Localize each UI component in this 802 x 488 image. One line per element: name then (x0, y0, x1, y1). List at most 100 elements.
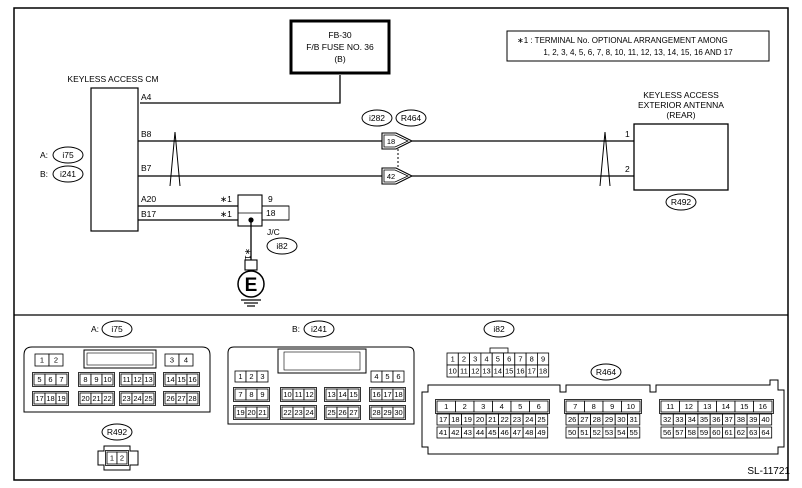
i75-name: i75 (111, 324, 123, 334)
pin-cell (537, 364, 550, 378)
pin-label: 20 (81, 394, 89, 403)
pin-label: 17 (35, 394, 43, 403)
pin-cell (256, 370, 269, 383)
pin-group-frame (163, 391, 200, 406)
pin-label: 34 (688, 415, 696, 424)
wire-label-b8: B8 (141, 129, 152, 139)
pin-label: 1 (238, 372, 242, 381)
pin-label: 36 (712, 415, 720, 424)
cm-conn-b-name: i241 (60, 169, 76, 179)
antenna-pin-2: 2 (625, 164, 630, 174)
i75-oval (101, 320, 133, 338)
pin-label: 7 (59, 375, 63, 384)
pin-label: 48 (525, 428, 533, 437)
R464-oval (590, 363, 622, 381)
wire-label-a4: A4 (141, 92, 152, 102)
ground-symbol (237, 270, 265, 298)
pin-label: 25 (537, 415, 545, 424)
pin-label: 8 (249, 390, 253, 399)
twisted-pair-symbol-left (169, 131, 181, 187)
pin-label: 8 (83, 375, 87, 384)
pin-label: 23 (513, 415, 521, 424)
pin-group-frame (233, 387, 270, 402)
note-box: ∗1 : TERMINAL No. OPTIONAL ARRANGEMENT A… (506, 30, 770, 62)
pin-label: 60 (712, 428, 720, 437)
pin-label: 16 (188, 375, 196, 384)
pin-cell (256, 388, 269, 401)
pin-label: 61 (724, 428, 732, 437)
pin-label: 35 (700, 415, 708, 424)
pin-cell (116, 451, 128, 465)
inline-pin-18: 18 (387, 137, 395, 146)
i75-prefix: A: (91, 324, 99, 334)
fuse-label-3: (B) (334, 54, 346, 64)
pin-label: 11 (666, 402, 674, 411)
pin-label: 2 (249, 372, 253, 381)
pin-label: 16 (516, 367, 524, 376)
jc-conn-name: i82 (276, 241, 288, 251)
pin-label: 5 (37, 375, 41, 384)
pin-label: 64 (761, 428, 769, 437)
pin-label: 26 (568, 415, 576, 424)
i82-name: i82 (493, 324, 505, 334)
cm-conn-a-prefix: A: (40, 150, 48, 160)
pin-label: 14 (494, 367, 502, 376)
pin-label: 13 (144, 375, 152, 384)
pin-label: 22 (283, 408, 291, 417)
pin-label: 3 (473, 355, 477, 364)
pin-label: 57 (675, 428, 683, 437)
pin-label: 6 (396, 372, 400, 381)
pin-block-frame (564, 399, 642, 414)
pin-cell (142, 392, 155, 405)
pin-label: 18 (46, 394, 54, 403)
pin-label: 37 (724, 415, 732, 424)
inline-conn-left-name: i282 (369, 113, 385, 123)
pin-group-frame (32, 391, 69, 406)
pin-label: 8 (592, 402, 596, 411)
pin-label: 1 (451, 355, 455, 364)
antenna-pin-1: 1 (625, 129, 630, 139)
pin-label: 2 (462, 355, 466, 364)
i241-body (227, 346, 415, 425)
pin-label: 3 (170, 356, 174, 365)
pin-label: 4 (184, 356, 188, 365)
pin-label: 17 (528, 367, 536, 376)
pin-label: 26 (338, 408, 346, 417)
pin-label: 30 (617, 415, 625, 424)
pin-group-frame (32, 372, 69, 387)
pin-cell (627, 426, 641, 439)
pin-cell (392, 370, 405, 383)
pin-cell (392, 406, 405, 419)
pin-label: 32 (663, 415, 671, 424)
pin-group-frame (280, 405, 317, 420)
pin-label: 46 (500, 428, 508, 437)
pin-label: 2 (463, 402, 467, 411)
wire-label-b17: B17 (141, 209, 156, 219)
pin-group-frame (369, 405, 406, 420)
antenna-label-2: EXTERIOR ANTENNA (638, 100, 724, 110)
pin-label: 11 (460, 367, 468, 376)
pin-cell (142, 373, 155, 386)
pin-label: 40 (761, 415, 769, 424)
pin-label: 1 (110, 454, 114, 463)
antenna-conn-name: R492 (671, 197, 692, 207)
inline-conn-right-oval (395, 109, 427, 127)
fuse-box: FB-30 F/B FUSE NO. 36 (B) (289, 19, 391, 75)
pin-label: 55 (629, 428, 637, 437)
pin-label: 10 (283, 390, 291, 399)
pin-label: 29 (383, 408, 391, 417)
cm-conn-b-prefix: B: (40, 169, 48, 179)
pin-cell (529, 400, 549, 413)
pin-block-frame (105, 450, 129, 466)
jc-label: J/C (267, 227, 280, 237)
i82-oval (483, 320, 515, 338)
fuse-label-2: F/B FUSE NO. 36 (306, 42, 374, 52)
pin-label: 19 (236, 408, 244, 417)
diagram-frame (13, 7, 789, 481)
pin-label: 14 (722, 402, 730, 411)
pin-label: 4 (374, 372, 378, 381)
diagram-code: SL-11721 (747, 466, 790, 477)
pin-label: 59 (700, 428, 708, 437)
